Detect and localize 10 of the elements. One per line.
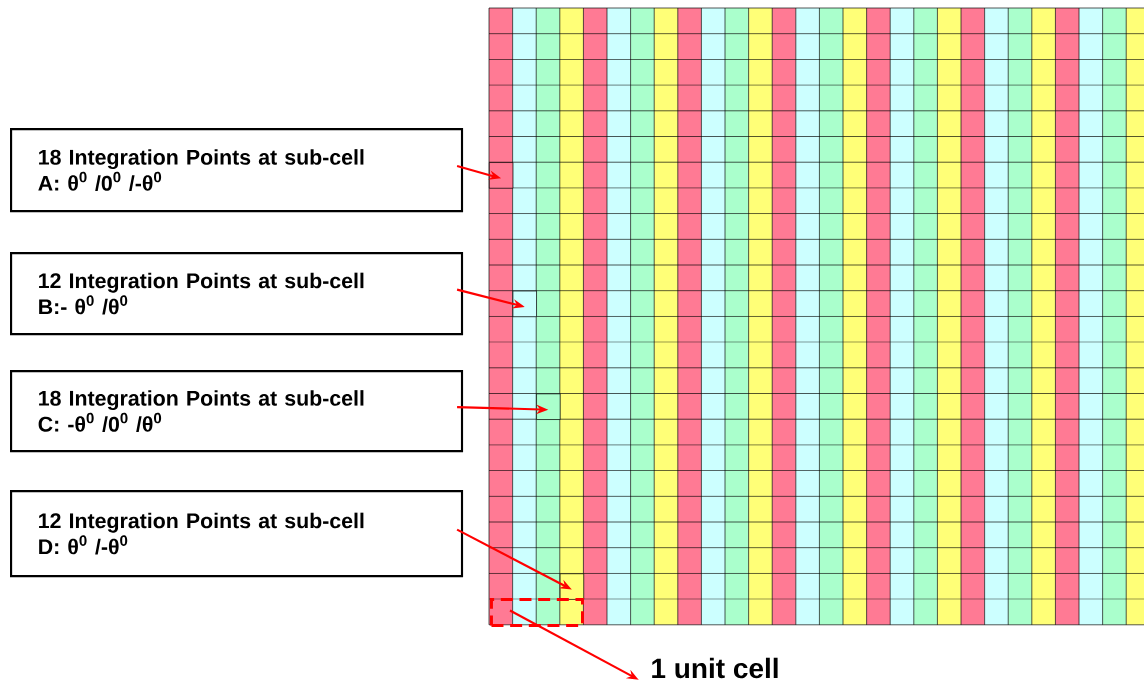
dashed-outline [490, 598, 584, 627]
grid-cell [512, 290, 537, 318]
grid-cell [489, 162, 514, 189]
grid-cell [559, 573, 585, 600]
callout-box: 18 Integration Points at sub-cell A: θ$^{0}$ /0$^{0}$ /-θ$^{0}$ [10, 128, 464, 213]
callout-box: 18 Integration Points at sub-cell C: -θ$^{0}$ /0$^{0}$ /θ$^{0}$ [10, 370, 464, 453]
callout-box: 12 Integration Points at sub-cell B:- θ$^{0}$ /θ$^{0}$ [10, 252, 464, 336]
grid-cell [536, 393, 561, 420]
callout-box: 12 Integration Points at sub-cell D: θ$^{0}$ /-θ$^{0}$ [10, 490, 464, 578]
unit-cell-label: 1 unit cell [652, 657, 778, 679]
